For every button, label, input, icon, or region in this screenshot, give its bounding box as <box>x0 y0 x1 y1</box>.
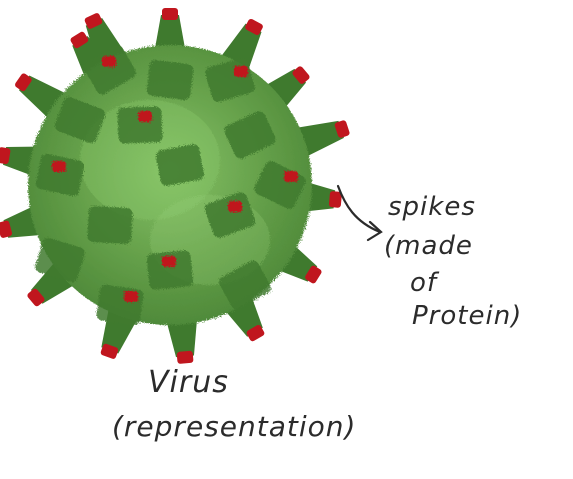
spike-tip <box>334 120 350 138</box>
surface-spike-base <box>224 111 276 159</box>
spike-tip <box>100 343 119 359</box>
spikes-label-line-2: (made <box>384 231 473 261</box>
surface-spike-base <box>87 206 133 244</box>
surface-spike-tip <box>228 201 242 212</box>
pointer-arrow <box>336 184 383 242</box>
spike-tip <box>305 265 322 284</box>
spikes-label: spikes (made of Protein) <box>384 192 522 331</box>
virus-label-title: Virus <box>148 365 229 400</box>
spikes-label-line-4: Protein) <box>412 301 522 331</box>
spike-tip <box>245 18 263 35</box>
surface-spike-base <box>146 60 194 100</box>
spike-tip <box>0 220 13 238</box>
surface-spike-base <box>204 192 256 238</box>
spike-tip <box>328 191 342 208</box>
spike-tip <box>0 147 11 165</box>
surface-spike-tip <box>162 256 176 267</box>
spike-tip <box>27 288 45 307</box>
spike-tip <box>84 13 103 29</box>
surface-spike-base <box>219 260 271 310</box>
spikes-label-line-1: spikes <box>388 192 476 222</box>
spike-tip <box>162 8 178 20</box>
surface-spike-tip <box>52 161 66 172</box>
surface-spike-base <box>35 153 85 197</box>
surface-spike-base <box>84 45 136 95</box>
surface-spike-tip <box>234 66 248 77</box>
spike-tip <box>246 324 265 342</box>
surface-spike-tip <box>102 56 116 67</box>
virus-label-subtitle: (representation) <box>112 410 356 443</box>
surface-spike-tip <box>284 171 298 182</box>
surface-spike-tip <box>124 291 138 302</box>
surface-spike-tip <box>138 111 152 122</box>
surface-patches <box>35 45 306 326</box>
surface-spike-base <box>54 97 106 143</box>
spike-tip <box>292 66 310 84</box>
spike-tip <box>15 73 32 92</box>
spikes-label-line-3: of <box>410 268 440 298</box>
surface-spike-base <box>96 284 144 326</box>
spike-tip <box>176 350 194 364</box>
spike-tip <box>70 31 89 49</box>
surface-spike-base <box>156 144 204 186</box>
surface-spike-base <box>146 250 194 290</box>
surface-spike-base <box>35 237 85 283</box>
virus-label: Virus (representation) <box>112 365 356 443</box>
